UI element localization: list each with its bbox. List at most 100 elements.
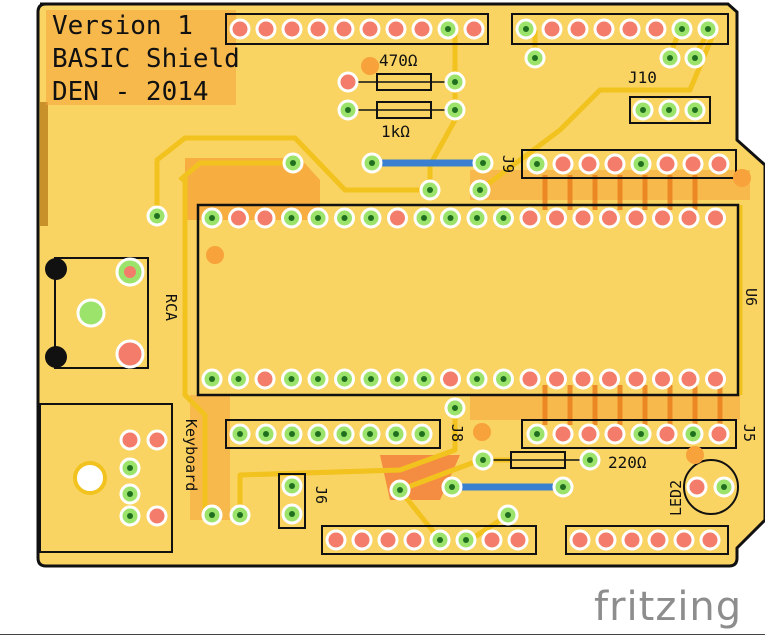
header-pin (519, 368, 541, 390)
pad-hole (532, 55, 538, 61)
header-pin (411, 18, 433, 40)
header-pin (652, 368, 673, 390)
silk-line-3: DEN - 2014 (52, 77, 209, 107)
header-pin (507, 529, 529, 551)
silk-line-1: Version 1 (52, 11, 193, 41)
header-pin (599, 207, 620, 229)
pad-hole (237, 512, 243, 518)
silk-line-2: BASIC Shield (52, 44, 240, 74)
header-pin (567, 18, 589, 40)
header-pin (387, 207, 408, 229)
copper-dot (361, 57, 379, 75)
header-pin (708, 423, 730, 445)
pad-hole (679, 26, 685, 32)
pad-hole (341, 215, 348, 221)
header-pin (552, 423, 574, 445)
copper-dot (733, 169, 751, 187)
pad-hole (288, 215, 295, 221)
pad-hole (449, 484, 455, 490)
pad-hole (237, 431, 243, 437)
header-j10 (629, 96, 711, 124)
pad-hole (209, 215, 215, 221)
pad-hole (288, 376, 295, 382)
header-pin (307, 18, 329, 40)
header-pin (578, 423, 600, 445)
header-pin (678, 368, 700, 390)
header-pin (619, 18, 641, 40)
header-pin (385, 18, 407, 40)
pad-hole (474, 215, 480, 221)
header-pin (647, 529, 669, 551)
header-pin (673, 529, 695, 551)
pad-hole (500, 376, 507, 382)
header-top-left (225, 13, 489, 45)
pad-hole (667, 55, 673, 61)
pad-hole (289, 511, 295, 517)
header-pin (705, 207, 726, 229)
header-pin (552, 153, 574, 175)
header-j8 (225, 419, 441, 449)
pad-hole (289, 431, 295, 437)
keyboard-connector (39, 403, 173, 553)
header-pin (281, 18, 303, 40)
label-j6: J6 (312, 486, 330, 504)
pad-hole (127, 491, 133, 497)
header-pin (705, 368, 726, 390)
copper-dot (686, 446, 704, 464)
pad-hole (315, 215, 321, 221)
pad-hole (638, 431, 644, 437)
header-pin (254, 207, 276, 229)
header-pin (255, 18, 277, 40)
header-pin (678, 207, 700, 229)
pad-hole (289, 483, 295, 489)
label-u6: U6 (742, 288, 760, 306)
label-led2: LED2 (667, 480, 685, 516)
pad-hole (419, 431, 425, 437)
pad-hole (690, 431, 696, 437)
pad-hole (452, 405, 458, 411)
pad-hole (263, 431, 269, 437)
pad-hole (523, 26, 529, 32)
pad-hole (290, 160, 296, 166)
pad-hole (692, 107, 698, 113)
pad-hole (721, 484, 727, 490)
pad-hole (209, 376, 215, 382)
header-pin (656, 153, 678, 175)
header-pin (599, 368, 620, 390)
pad-hole (452, 107, 458, 113)
via-pad (337, 71, 359, 93)
led2-outline (683, 459, 739, 515)
label-keyboard: Keyboard (182, 419, 200, 491)
label-j5: J5 (740, 424, 758, 442)
pad-hole (315, 376, 321, 382)
via-pad (686, 476, 708, 498)
label-rca: RCA (162, 294, 180, 321)
pad-hole (154, 213, 160, 219)
via-pad (146, 429, 168, 451)
header-j9 (521, 149, 737, 179)
fritzing-logo: fritzing (594, 584, 743, 630)
label-r-top: 470Ω (379, 51, 418, 70)
header-pin (481, 529, 503, 551)
header-pin (325, 529, 347, 551)
pad-hole (397, 487, 403, 493)
copper-dot (473, 423, 491, 441)
pad-hole (368, 215, 374, 221)
pad-hole (480, 160, 486, 166)
pad-hole (560, 484, 566, 490)
header-top-right (511, 13, 729, 45)
pad-hole (480, 457, 486, 463)
pad-hole (692, 55, 698, 61)
header-pin (652, 207, 673, 229)
pad-hole (369, 160, 375, 166)
ic-u6 (196, 203, 740, 397)
header-pin (625, 368, 647, 390)
header-pin (569, 529, 591, 551)
header-pin (351, 529, 373, 551)
header-pin (519, 207, 541, 229)
header-pin (578, 153, 600, 175)
header-pin (228, 207, 249, 229)
pad-hole (505, 512, 511, 518)
header-pin (546, 207, 567, 229)
header-pin (333, 18, 355, 40)
